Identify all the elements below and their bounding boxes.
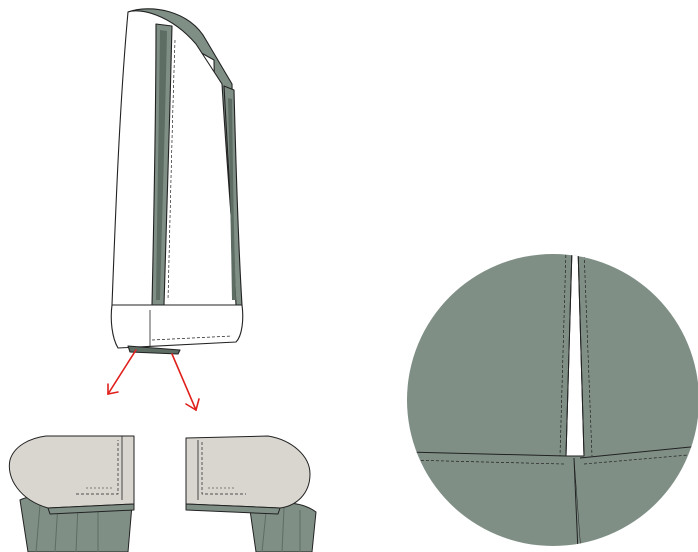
sleeve-inner-strip <box>228 98 236 300</box>
left-cuff-edge <box>47 503 135 515</box>
sleeve-cuff <box>110 304 244 349</box>
left-cuff-body <box>8 435 135 509</box>
seam-closeup <box>407 254 698 546</box>
closeup-lower-split <box>573 457 579 546</box>
sleeve-body <box>111 10 239 306</box>
closeup-horizontal-seam <box>407 445 698 459</box>
right-cuff-edge <box>185 503 281 515</box>
right-cuff-body <box>185 435 311 509</box>
sleeve-placket-inner <box>156 30 167 300</box>
sleeve-group <box>110 8 244 355</box>
arrows-group <box>107 349 200 412</box>
arrow-down-left-icon <box>107 349 137 395</box>
cuff-bottom-edge <box>127 345 181 355</box>
cuff-detail-right <box>185 435 317 552</box>
cuff-stitch-line <box>151 335 233 341</box>
closeup-background <box>407 254 698 546</box>
arrow-down-right-icon <box>171 353 200 412</box>
cuff-detail-left <box>8 435 135 552</box>
